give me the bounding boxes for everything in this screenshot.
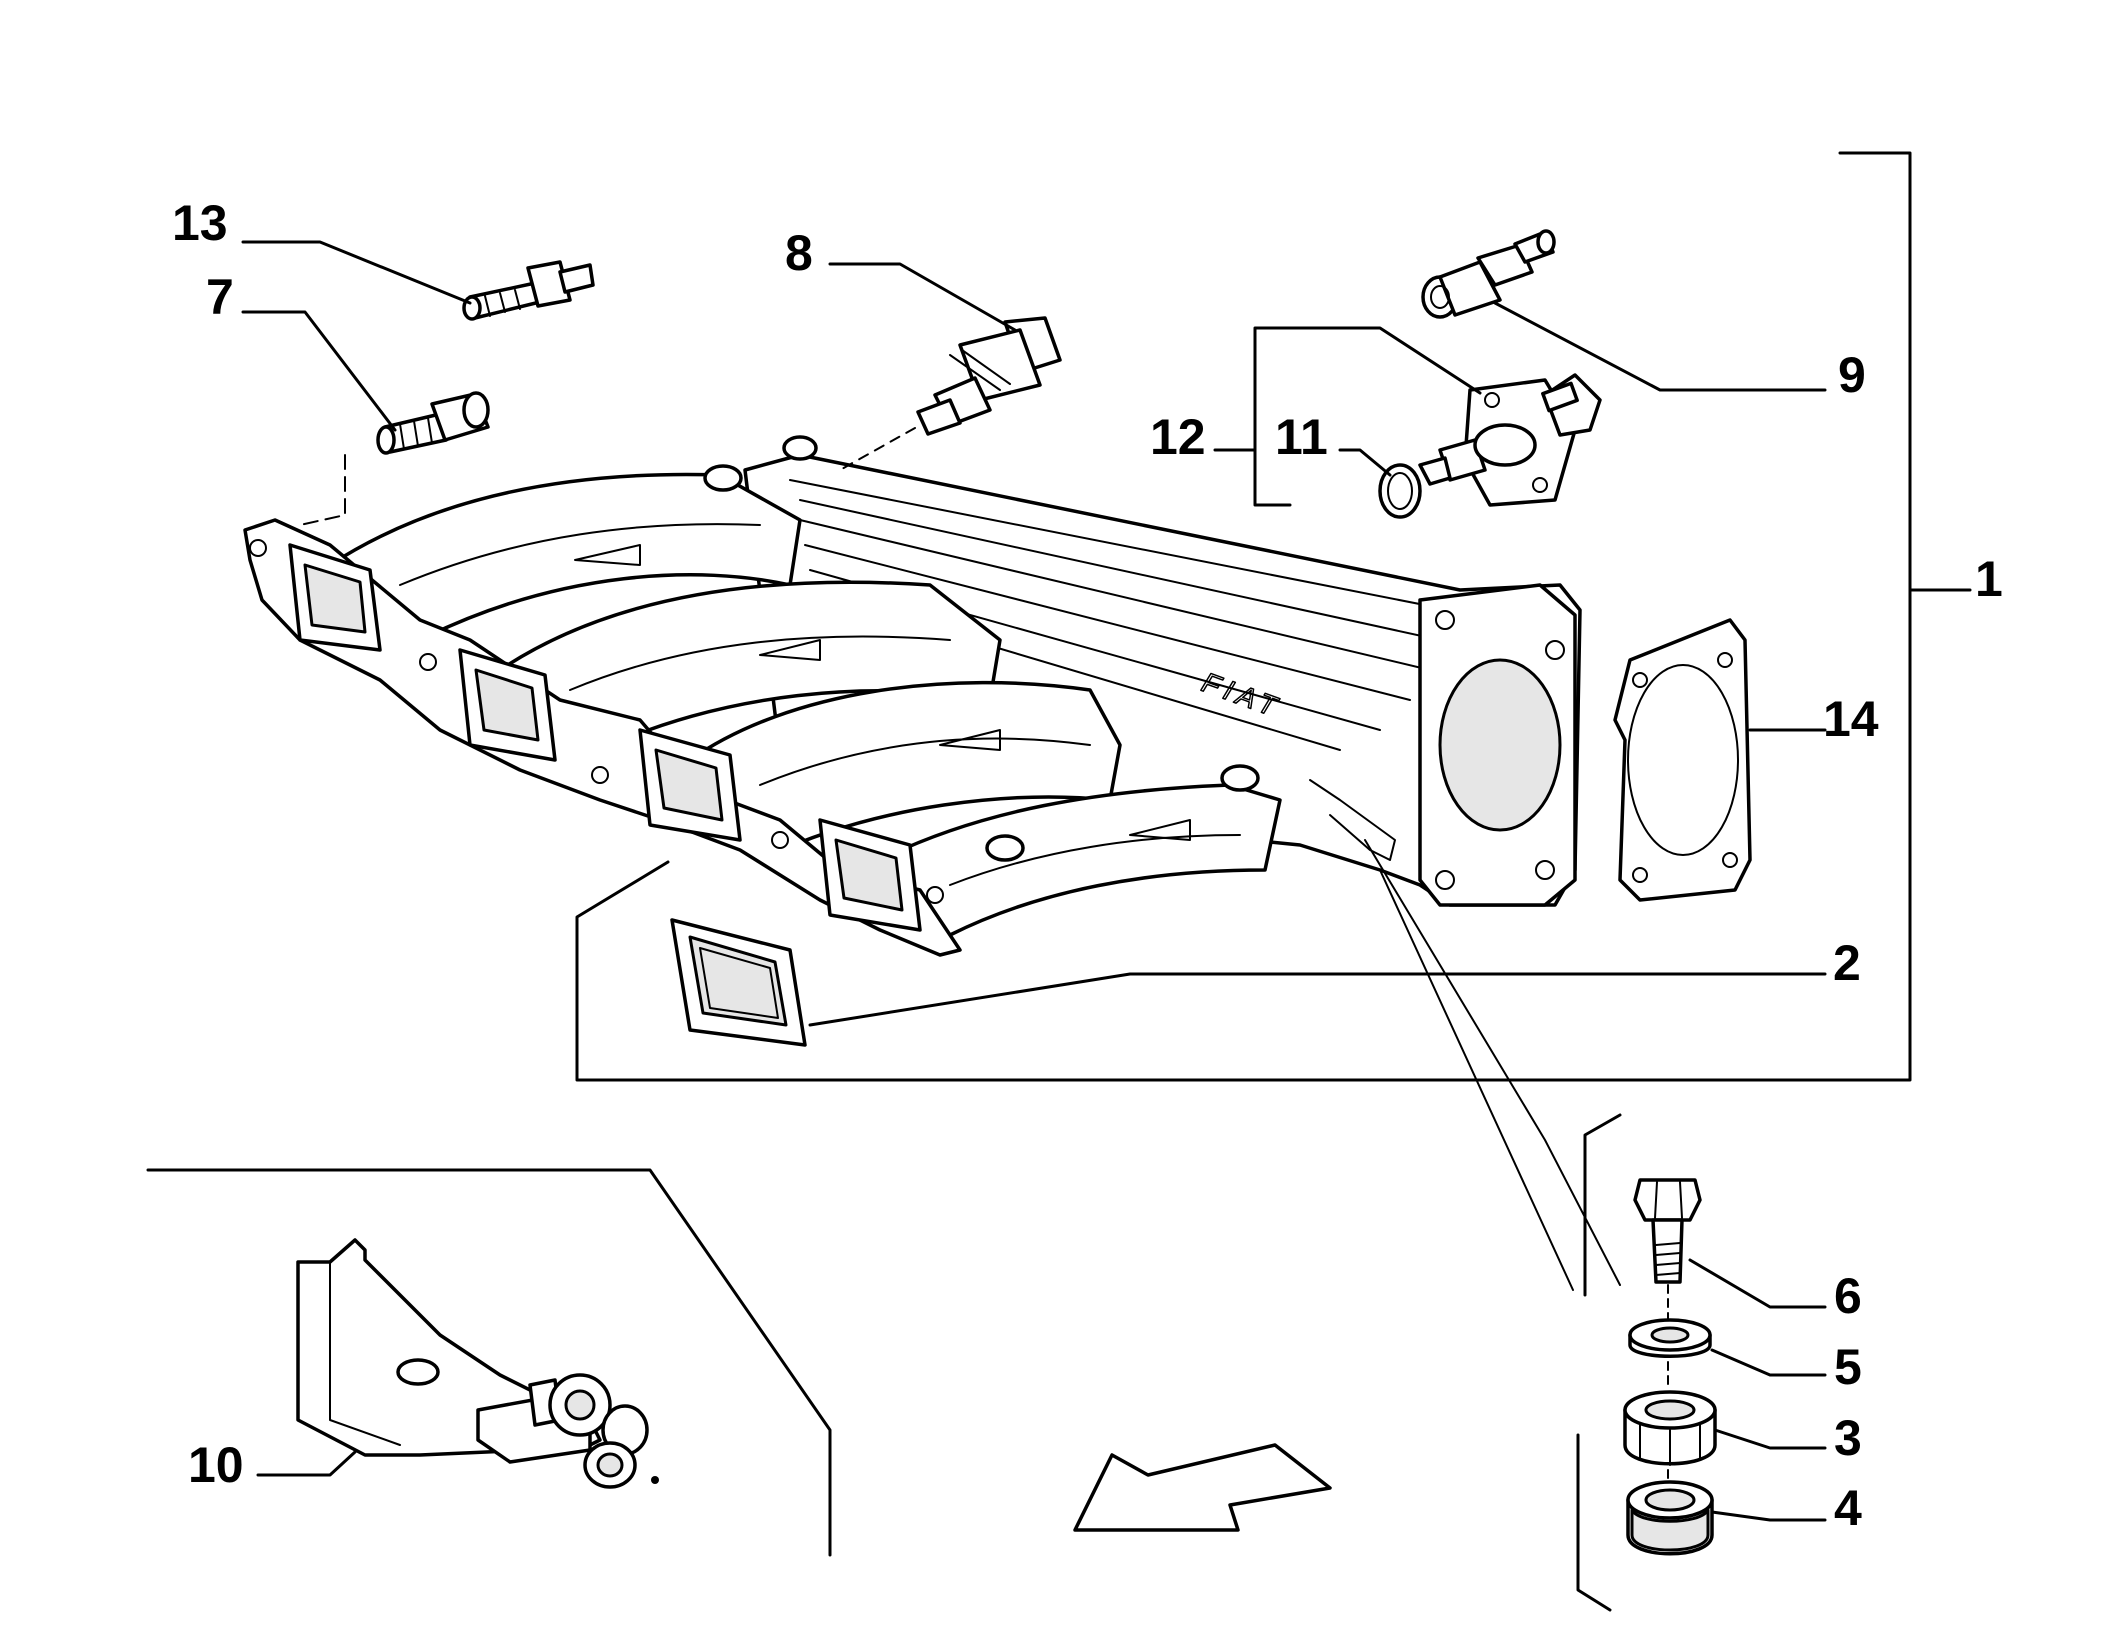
callout-12: 12 — [1150, 409, 1206, 465]
part-12-valve — [1418, 373, 1602, 507]
callout-5: 5 — [1834, 1339, 1862, 1395]
part-10-bracket — [296, 1238, 659, 1489]
intake-port-4 — [818, 818, 922, 932]
throttle-flange — [1418, 583, 1577, 907]
intake-port-1 — [288, 543, 382, 652]
direction-arrow-icon — [1073, 1443, 1332, 1532]
callout-3: 3 — [1834, 1410, 1862, 1466]
callout-14: 14 — [1823, 691, 1879, 747]
part-4-bushing — [1626, 1480, 1714, 1556]
callout-10: 10 — [188, 1437, 244, 1493]
callout-13: 13 — [172, 195, 228, 251]
intake-port-3 — [638, 728, 742, 842]
part-3-nut — [1623, 1390, 1717, 1491]
part-9-fitting — [1421, 229, 1556, 319]
assembly-bracket-1 — [575, 151, 1972, 1082]
callout-7: 7 — [206, 269, 234, 325]
intake-port-2 — [458, 648, 557, 762]
callout-1: 1 — [1975, 551, 2003, 607]
part-14-gasket — [1613, 618, 1752, 902]
callout-8: 8 — [785, 225, 813, 281]
callout-4: 4 — [1834, 1480, 1862, 1536]
callout-11: 11 — [1275, 409, 1328, 465]
part-6-bolt — [1633, 1178, 1702, 1323]
callout-6: 6 — [1834, 1268, 1862, 1324]
part-8-sensor — [839, 316, 1062, 471]
part-2-port-gasket — [670, 918, 807, 1047]
part-13-stud — [462, 260, 595, 321]
callout-2: 2 — [1833, 935, 1861, 991]
part-7-bolt — [299, 391, 490, 526]
intake-manifold: FIAT — [243, 435, 1582, 957]
part-11-oring — [1378, 463, 1422, 519]
callout-9: 9 — [1838, 347, 1866, 403]
part-5-washer — [1628, 1318, 1712, 1386]
leader-lines — [146, 240, 1827, 1612]
